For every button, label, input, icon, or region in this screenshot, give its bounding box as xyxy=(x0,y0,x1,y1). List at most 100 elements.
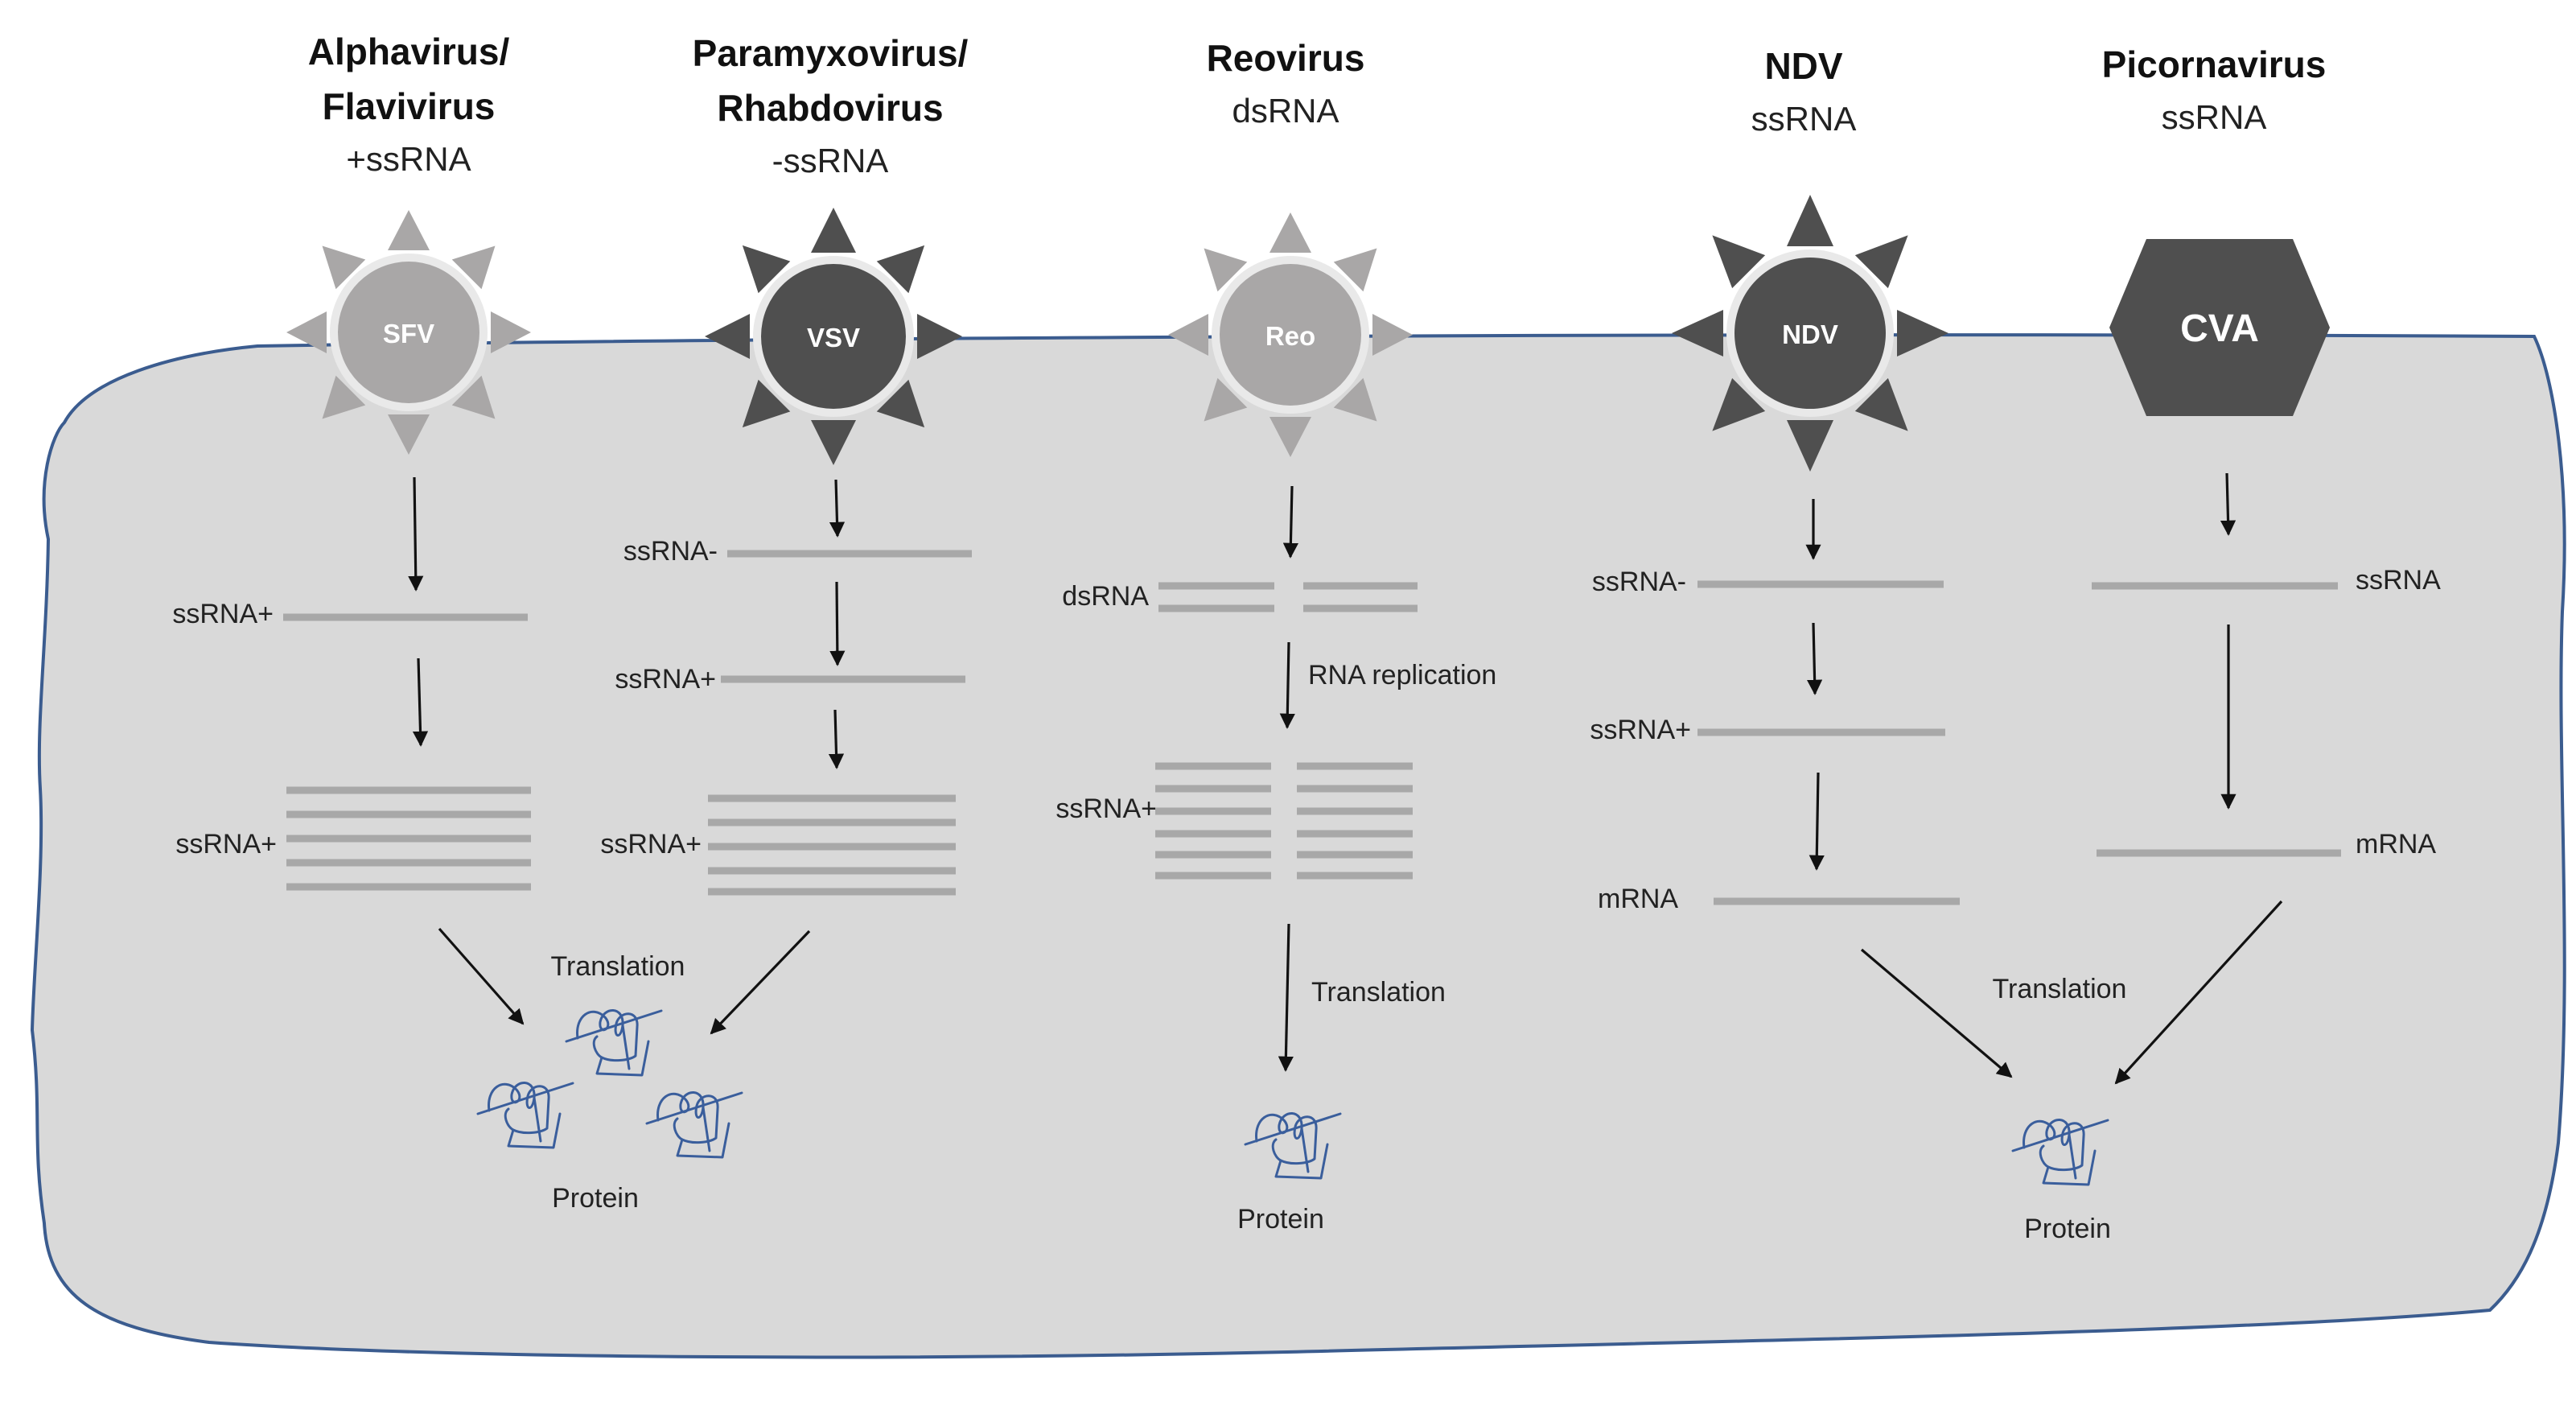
arrow-translation-reo xyxy=(1278,923,1294,1072)
virus-spike xyxy=(286,311,327,353)
virus-reo: Reo xyxy=(1168,212,1413,457)
virus-spike xyxy=(388,210,430,250)
label-vsv-ssrna-1: ssRNA- xyxy=(623,536,718,567)
label-protein-right: Protein xyxy=(2024,1214,2111,1244)
hexagon-capsid-icon xyxy=(2109,239,2330,416)
virus-spike xyxy=(388,414,430,455)
strand-stack-sfv xyxy=(286,786,531,891)
virus-spike xyxy=(1712,235,1766,289)
title-picornavirus: Picornavirus xyxy=(2102,43,2327,85)
label-protein-left: Protein xyxy=(552,1183,639,1214)
label-ndv-mrna: mRNA xyxy=(1598,884,1678,914)
spiked-sphere-icon xyxy=(1168,212,1413,457)
label-cva-ssrna: ssRNA xyxy=(2356,565,2441,596)
virus-label-vsv: VSV xyxy=(807,323,860,352)
arrow-sfv-2 xyxy=(412,657,429,747)
virus-spike xyxy=(876,245,925,294)
virus-core xyxy=(761,264,906,409)
virus-label-ndv: NDV xyxy=(1782,319,1838,349)
virus-spike xyxy=(811,208,856,253)
genome-ndv: ssRNA xyxy=(1751,100,1857,138)
virus-spike xyxy=(876,379,925,428)
virus-spike xyxy=(742,245,791,294)
virus-spike xyxy=(1897,310,1948,357)
spiked-sphere-icon xyxy=(286,210,531,455)
virus-spike xyxy=(705,314,750,359)
spiked-sphere-icon xyxy=(1672,195,1948,472)
arrow-ndv-3 xyxy=(1809,772,1825,871)
virus-spike xyxy=(742,379,791,428)
arrow-sfv-1 xyxy=(408,476,424,592)
virus-spike xyxy=(1269,417,1311,457)
arrow-cva-1 xyxy=(2220,472,2237,536)
genome-cva: ssRNA xyxy=(2162,98,2267,136)
label-reo-dsrna: dsRNA xyxy=(1062,581,1149,612)
label-ndv-ssrna-2: ssRNA+ xyxy=(1590,715,1691,745)
label-ndv-ssrna-1: ssRNA- xyxy=(1592,567,1686,597)
virus-core xyxy=(1220,264,1361,406)
virus-ndv: NDV xyxy=(1672,195,1948,472)
virus-cva: CVA xyxy=(2109,239,2330,416)
virus-label-sfv: SFV xyxy=(383,319,434,348)
label-reo-ssrna: ssRNA+ xyxy=(1056,794,1157,824)
virus-spike xyxy=(1204,377,1248,422)
genome-sfv: +ssRNA xyxy=(346,140,471,178)
label-translation-right: Translation xyxy=(1993,974,2127,1004)
arrow-vsv-3 xyxy=(828,709,845,769)
title-paramyxovirus: Paramyxovirus/ xyxy=(693,32,969,74)
arrow-reo-replication xyxy=(1279,641,1295,729)
label-protein-mid: Protein xyxy=(1237,1204,1324,1235)
virus-spike xyxy=(1787,420,1833,472)
virus-vsv: VSV xyxy=(705,208,962,465)
virus-label-reo: Reo xyxy=(1265,321,1315,351)
virus-spike xyxy=(1204,248,1248,292)
virus-spike xyxy=(1854,235,1908,289)
virus-spike xyxy=(1787,195,1833,246)
label-vsv-ssrna-2: ssRNA+ xyxy=(615,664,716,695)
virus-label-cva: CVA xyxy=(2180,307,2259,350)
arrow-translation-ndv xyxy=(1860,948,2013,1078)
virus-spike xyxy=(1672,310,1723,357)
virus-spike xyxy=(322,375,366,419)
title-ndv: NDV xyxy=(1764,45,1842,87)
virus-spike xyxy=(451,375,496,419)
arrow-translation-cva xyxy=(2114,900,2283,1085)
virus-spike xyxy=(917,314,962,359)
arrow-reo-1 xyxy=(1282,485,1298,559)
label-sfv-ssrna-2: ssRNA+ xyxy=(175,829,277,859)
strand-stack-vsv xyxy=(708,794,956,896)
strand-stack-reo xyxy=(1155,762,1413,880)
virus-spike xyxy=(1333,377,1377,422)
label-reo-replication: RNA replication xyxy=(1308,660,1496,690)
spiked-sphere-icon xyxy=(705,208,962,465)
virus-spike xyxy=(322,245,366,290)
virus-core xyxy=(338,262,479,403)
virus-spike xyxy=(1168,314,1208,356)
virus-core xyxy=(1734,258,1886,409)
label-cva-mrna: mRNA xyxy=(2356,829,2436,859)
genome-reo: dsRNA xyxy=(1232,92,1339,130)
strand-dsrna-reo xyxy=(1158,582,1418,612)
label-vsv-ssrna-3: ssRNA+ xyxy=(600,829,702,859)
virus-spike xyxy=(451,245,496,290)
virus-spike xyxy=(1269,212,1311,253)
virus-spike xyxy=(1333,248,1377,292)
genome-vsv: -ssRNA xyxy=(772,142,889,179)
virus-spike xyxy=(1854,377,1908,431)
virus-spike xyxy=(811,420,856,465)
title-alphavirus: Alphavirus/ xyxy=(308,31,510,72)
virus-spike xyxy=(491,311,531,353)
arrow-translation-sfv xyxy=(438,927,525,1025)
label-translation-mid: Translation xyxy=(1311,977,1446,1008)
virus-spike xyxy=(1372,314,1413,356)
title-rhabdovirus: Rhabdovirus xyxy=(717,87,943,129)
title-flavivirus: Flavivirus xyxy=(323,85,496,127)
arrow-ndv-2 xyxy=(1807,622,1823,695)
arrow-vsv-1 xyxy=(829,479,846,538)
arrow-translation-vsv xyxy=(710,930,811,1035)
virus-spike xyxy=(1712,377,1766,431)
title-reovirus: Reovirus xyxy=(1207,37,1365,79)
label-translation-left: Translation xyxy=(551,951,685,982)
virus-sfv: SFV xyxy=(286,210,531,455)
